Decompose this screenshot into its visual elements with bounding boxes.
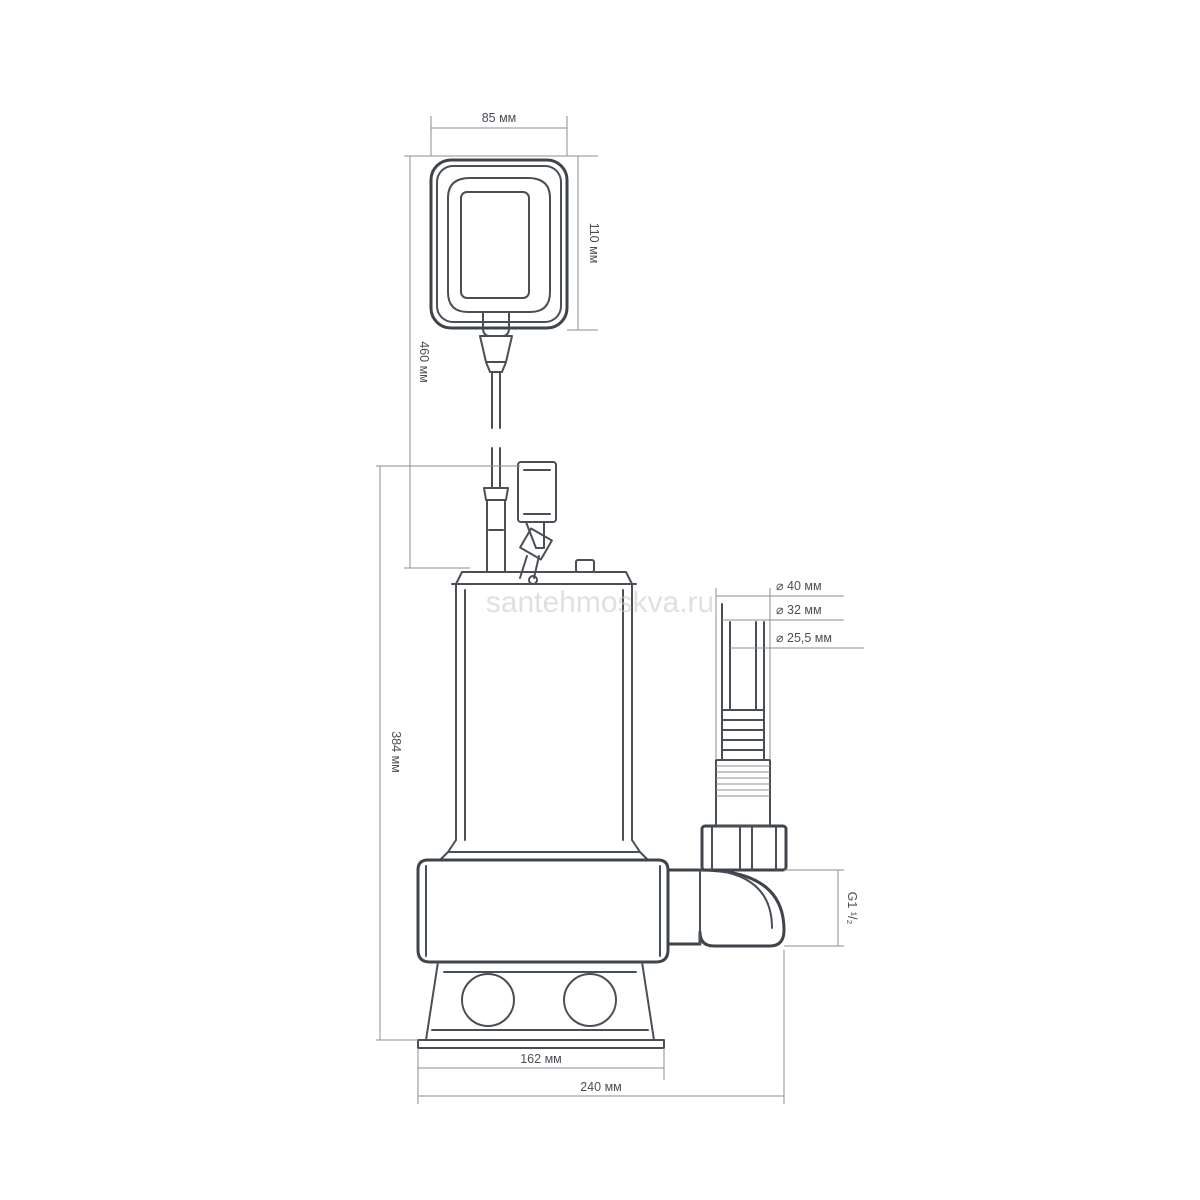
- dim-outlet-40: ⌀ 40 мм: [776, 579, 822, 593]
- dim-cable-length: 460 мм: [417, 341, 431, 383]
- dim-outlet-32: ⌀ 32 мм: [776, 603, 822, 617]
- dim-thread: G1 ¹/₂: [845, 892, 859, 925]
- pump-body: [416, 858, 670, 1049]
- watermark-text: santehmoskva.ru: [486, 586, 714, 619]
- dimension-lines: [376, 116, 864, 1104]
- dim-total-width: 240 мм: [580, 1080, 622, 1094]
- dim-base-width: 162 мм: [520, 1052, 562, 1066]
- float-cable: [483, 371, 509, 573]
- dim-outlet-25: ⌀ 25,5 мм: [776, 631, 832, 645]
- pump-motor-housing: [439, 461, 649, 861]
- dim-float-height: 110 мм: [587, 223, 601, 264]
- dim-float-width: 85 мм: [482, 111, 517, 125]
- discharge-outlet: [668, 603, 788, 948]
- dim-pump-height: 384 мм: [389, 731, 403, 773]
- float-switch: [429, 158, 569, 373]
